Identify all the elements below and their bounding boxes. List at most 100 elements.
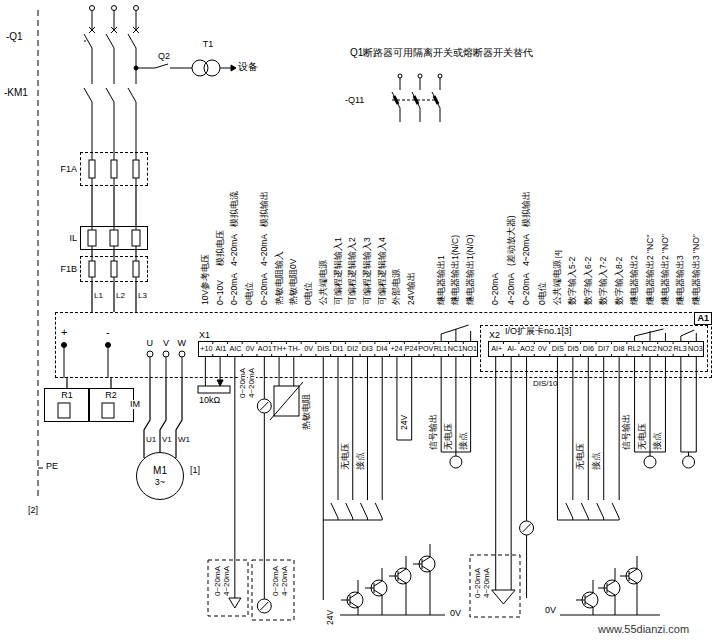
rotated-annotation: 热敏电阻0V (289, 259, 298, 305)
annotation-label: L3 (138, 292, 147, 300)
annotation-label: [2] (28, 506, 38, 515)
wire (557, 520, 619, 521)
wire (588, 357, 589, 500)
rotated-annotation: [4] (554, 250, 561, 258)
annotation-label: www.55dianzi.com (598, 624, 689, 635)
wire (64, 348, 65, 379)
terminal-divider (315, 354, 316, 356)
wire (495, 357, 496, 590)
motor-outline (136, 452, 184, 500)
terminal-divider (642, 342, 643, 344)
winding-circle (204, 60, 220, 76)
switch-blade (360, 503, 367, 518)
transistor-symbol (585, 593, 593, 598)
node-label: I/O扩展卡no.1[3] (505, 327, 572, 336)
terminal-label: TH+ (272, 342, 287, 356)
terminal-label: P24 (404, 342, 419, 356)
power-wire (66, 378, 67, 388)
line-choke: IL (80, 226, 148, 250)
transistor-symbol (374, 581, 382, 586)
wire (440, 108, 441, 122)
wire (598, 588, 607, 589)
wire (441, 452, 470, 453)
rotated-annotation: 无电压 (444, 423, 453, 450)
wire (455, 329, 456, 341)
wire (136, 68, 155, 69)
terminal-divider (534, 342, 535, 344)
rotated-annotation: 0电位 (304, 282, 313, 305)
rotated-annotation: 可编程逻辑输入3 (363, 237, 372, 305)
rotated-annotation: 0电位 (245, 282, 254, 305)
wire (455, 357, 456, 456)
terminal-divider (688, 354, 689, 356)
lamp-symbol (644, 456, 656, 468)
wire (430, 544, 431, 557)
wire (166, 357, 167, 378)
wire (615, 568, 616, 581)
annotation-label: + (61, 327, 67, 338)
wire (220, 357, 221, 380)
terminal-divider (688, 342, 689, 344)
terminal-label: +24 (389, 342, 404, 356)
rotated-annotation: 0~20mA (214, 566, 222, 596)
node-label: X2 (489, 331, 500, 340)
terminal-label: DI4 (375, 342, 390, 356)
terminal-divider (330, 354, 331, 356)
annotation-label: IM (130, 400, 140, 409)
terminal-divider (345, 342, 346, 344)
terminal-label: AI+ (489, 342, 504, 356)
transistor-symbol (585, 595, 586, 605)
motor-terminal (163, 351, 169, 357)
meter-needle (523, 524, 531, 532)
terminal-divider (301, 354, 302, 356)
rotated-annotation: 4~20mA (260, 234, 269, 266)
rotated-annotation: 接点 (356, 452, 365, 470)
wire (367, 357, 368, 500)
wire (234, 357, 235, 598)
terminal-label: DI1 (331, 342, 346, 356)
terminal-divider (256, 342, 257, 344)
terminal-label: AI1 (214, 342, 229, 356)
wire (593, 580, 594, 593)
contactor-blade (84, 88, 92, 102)
supply-terminal (112, 6, 117, 11)
breaker-blade (106, 34, 114, 48)
terminal-label: DI2 (345, 342, 360, 356)
annotation-label: L1 (94, 292, 103, 300)
supply-terminal (398, 74, 402, 78)
annotation-label: DIS/10 (533, 380, 557, 388)
terminal-divider (242, 342, 243, 344)
rotated-annotation: 0~20mA (239, 368, 247, 398)
wire (411, 357, 412, 440)
terminal-divider (518, 354, 519, 356)
terminal-divider (503, 354, 504, 356)
wire (136, 102, 137, 152)
amplifier-symbol (492, 590, 515, 604)
fuse-group: F1A (80, 152, 148, 186)
terminal-divider (433, 354, 434, 356)
terminal-label: 0V (243, 342, 258, 356)
wire (92, 48, 93, 84)
rotated-annotation: 0~10V (216, 280, 225, 305)
relay-contact (441, 325, 468, 334)
terminal-divider (227, 354, 228, 356)
rotated-annotation: 0~20mA (474, 568, 482, 598)
arrow-head (231, 65, 236, 71)
wire (397, 440, 412, 441)
terminal-divider (448, 342, 449, 344)
rotated-annotation: 接点 (653, 432, 662, 450)
rotated-annotation: 数字输入7-2 (599, 257, 608, 305)
power-wire (110, 378, 111, 388)
terminal-divider (227, 342, 228, 344)
annotation-label: V (163, 339, 169, 348)
wire (293, 357, 294, 386)
meter-symbol (257, 399, 271, 413)
choke-winding (110, 230, 118, 246)
terminal-divider (389, 354, 390, 356)
terminal-divider (580, 342, 581, 344)
annotation-label: - (106, 327, 110, 338)
rotated-annotation: 接点 (459, 432, 468, 450)
motor-circle (137, 453, 184, 500)
rotated-annotation: 4~20mA (230, 234, 239, 266)
